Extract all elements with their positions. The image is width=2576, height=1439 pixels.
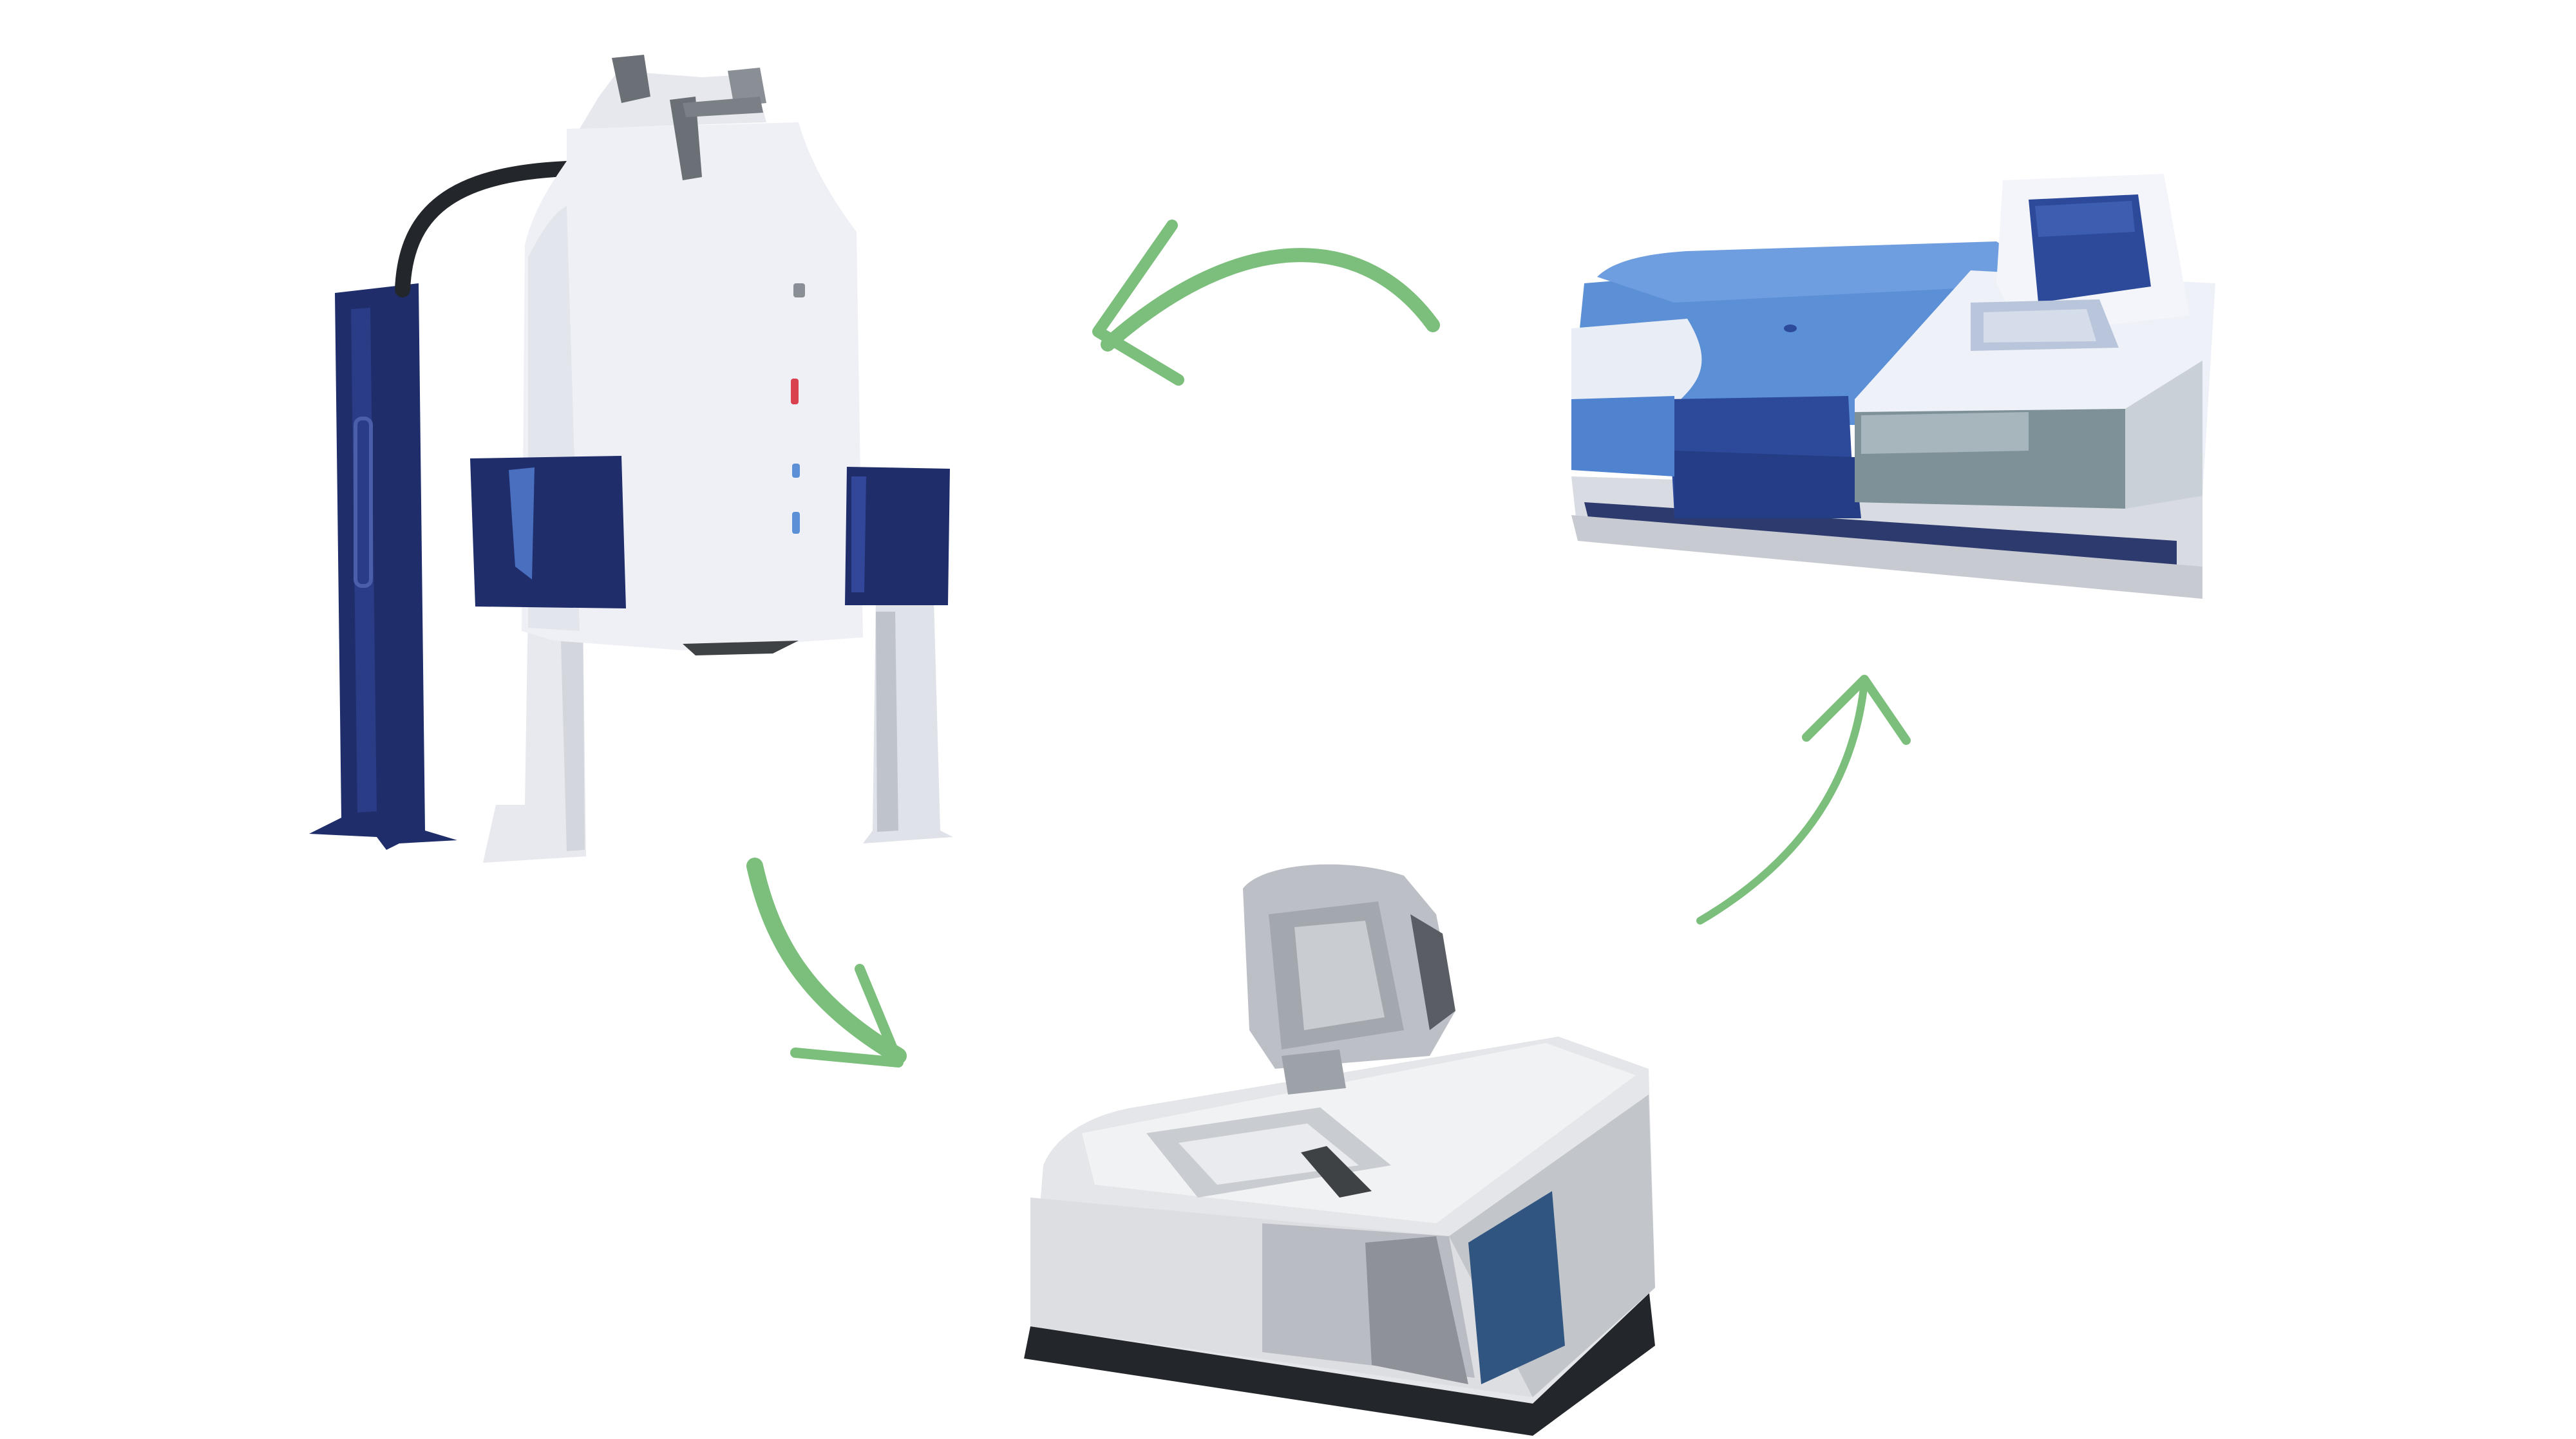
ftir-sample-holder bbox=[1301, 1146, 1372, 1198]
nmr-top-fitting-center bbox=[670, 97, 702, 180]
nmr-left-shim-block bbox=[470, 456, 626, 608]
arrow-nmr-to-ftir bbox=[746, 858, 907, 1064]
spectro-front-dark-blue-lower bbox=[1674, 451, 1861, 518]
nmr-blue-indicator-top bbox=[792, 464, 800, 478]
nmr-console-cable bbox=[395, 161, 574, 297]
spectro-left-front-face bbox=[1571, 396, 1674, 476]
spectro-right-front-highlight bbox=[1861, 412, 2029, 454]
ftir-front-dark-panel bbox=[1365, 1236, 1468, 1384]
cycle-arrows bbox=[746, 220, 1911, 1067]
nmr-console-tower bbox=[309, 283, 457, 850]
ftir-accessory-dark-edge bbox=[1410, 914, 1455, 1030]
ftir-instrument-icon bbox=[1024, 864, 1655, 1436]
arrow-ftir-to-spectro bbox=[1696, 679, 1868, 925]
spectro-screen-highlight bbox=[2035, 201, 2135, 237]
nmr-blue-indicator-bottom bbox=[792, 512, 800, 534]
nmr-magnet-instrument-icon bbox=[309, 55, 953, 863]
spectro-right-side-face bbox=[2125, 361, 2202, 509]
arrow-ftir-to-spectro-head bbox=[1802, 675, 1911, 745]
nmr-gray-mark bbox=[793, 283, 805, 297]
spectro-keypad-keys bbox=[1984, 309, 2096, 343]
nmr-right-shim-block bbox=[845, 467, 950, 605]
ftir-base-shadow bbox=[1024, 1288, 1655, 1436]
ftir-sample-bay-inner bbox=[1179, 1124, 1359, 1185]
spectro-left-white-panel bbox=[1571, 319, 1702, 402]
nmr-dewar-base-shadow bbox=[683, 641, 799, 655]
ftir-accessory-window bbox=[1294, 921, 1385, 1030]
arrow-spectro-to-nmr-head bbox=[1092, 220, 1184, 386]
nmr-top-fitting-bar bbox=[683, 97, 763, 117]
nmr-right-shim-highlight bbox=[851, 476, 866, 592]
spectrophotometer-instrument-icon bbox=[1571, 174, 2215, 599]
ftir-side-blue-panel bbox=[1468, 1191, 1565, 1384]
nmr-top-fitting-right bbox=[728, 68, 766, 106]
nmr-console-slot bbox=[354, 417, 373, 588]
ftir-accessory-stem bbox=[1282, 1049, 1346, 1095]
nmr-left-leg bbox=[483, 605, 586, 863]
spectro-lid-knob bbox=[1784, 324, 1797, 332]
nmr-left-leg-shade bbox=[560, 618, 585, 851]
arrow-spectro-to-nmr bbox=[1101, 248, 1440, 352]
nmr-top-fitting-left bbox=[612, 55, 650, 103]
nmr-red-indicator bbox=[791, 379, 799, 404]
nmr-right-leg-shade bbox=[876, 612, 898, 832]
arrow-nmr-to-ftir-head bbox=[790, 964, 904, 1067]
spectro-base-edge bbox=[1571, 515, 2202, 599]
spectro-left-lid-top bbox=[1597, 241, 2061, 303]
nmr-left-shim-highlight bbox=[509, 467, 535, 579]
